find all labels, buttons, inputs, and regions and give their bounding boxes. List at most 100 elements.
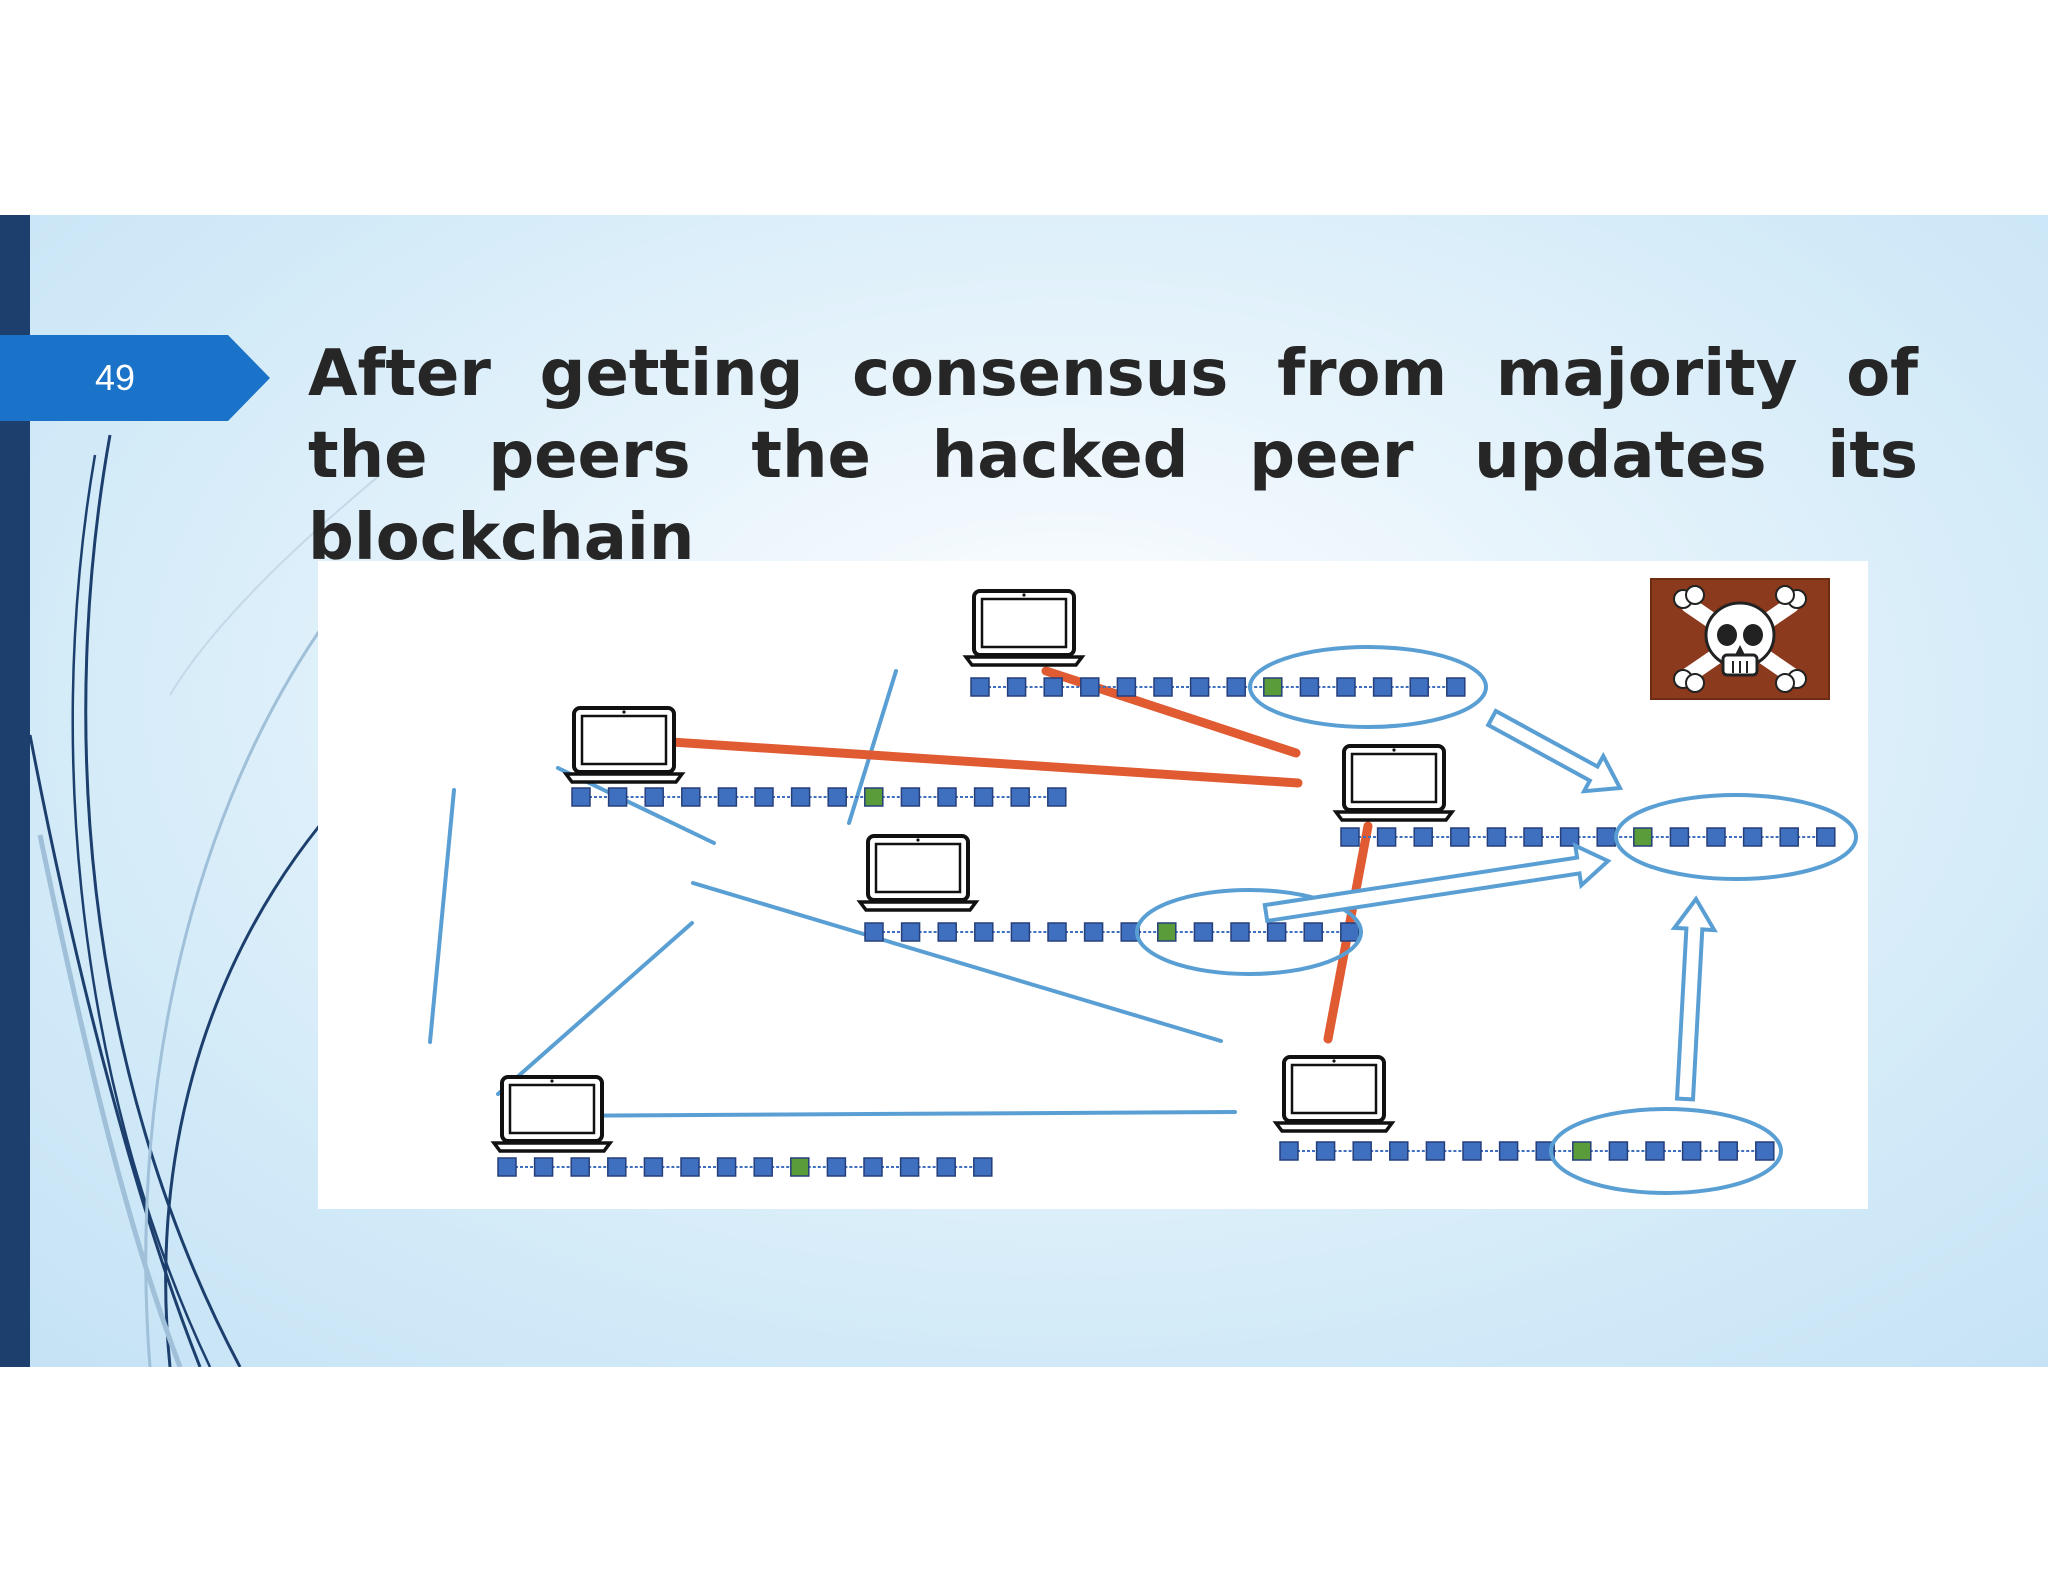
block bbox=[1372, 677, 1393, 697]
block bbox=[1266, 922, 1287, 942]
blue-link-3 bbox=[428, 788, 456, 1044]
consensus-ellipse bbox=[1549, 1107, 1783, 1195]
block bbox=[1425, 1141, 1446, 1161]
tampered-block bbox=[1572, 1141, 1592, 1161]
block bbox=[864, 922, 884, 942]
red-link-1 bbox=[575, 731, 1303, 788]
block bbox=[607, 787, 628, 807]
block bbox=[1336, 677, 1356, 697]
block bbox=[1596, 827, 1616, 847]
slide-title: After getting consensus from majority of… bbox=[308, 337, 1918, 575]
block bbox=[1006, 677, 1027, 697]
skull-crossbones-icon bbox=[1650, 578, 1830, 700]
block bbox=[1486, 827, 1507, 847]
blue-link-6 bbox=[518, 1110, 1237, 1118]
consensus-ellipse bbox=[1135, 888, 1363, 976]
block bbox=[1340, 827, 1360, 847]
block bbox=[497, 1157, 517, 1177]
block bbox=[1043, 677, 1063, 697]
block bbox=[753, 1157, 773, 1177]
block bbox=[1645, 1141, 1665, 1161]
block bbox=[644, 787, 664, 807]
block bbox=[1413, 827, 1433, 847]
block bbox=[1742, 827, 1763, 847]
laptop-icon bbox=[1332, 744, 1456, 822]
block bbox=[1083, 922, 1104, 942]
block bbox=[643, 1157, 664, 1177]
block bbox=[936, 1157, 956, 1177]
block bbox=[1189, 677, 1210, 697]
block bbox=[571, 787, 591, 807]
block bbox=[1755, 1141, 1775, 1161]
block bbox=[1718, 1141, 1738, 1161]
tampered-block bbox=[1633, 827, 1653, 847]
block bbox=[1779, 827, 1799, 847]
arrow-from-top bbox=[1485, 708, 1624, 794]
blue-link-4 bbox=[691, 881, 1223, 1043]
laptop-icon bbox=[962, 589, 1086, 667]
block bbox=[1047, 787, 1067, 807]
laptop-icon bbox=[1272, 1055, 1396, 1133]
block bbox=[863, 1157, 883, 1177]
tampered-block bbox=[790, 1157, 810, 1177]
block bbox=[1608, 1141, 1629, 1161]
block bbox=[1706, 827, 1726, 847]
block bbox=[607, 1157, 627, 1177]
block bbox=[533, 1157, 554, 1177]
arrow-from-center bbox=[1262, 842, 1612, 924]
block bbox=[716, 1157, 737, 1177]
block bbox=[900, 787, 921, 807]
block bbox=[1153, 677, 1173, 697]
block bbox=[570, 1157, 590, 1177]
block bbox=[1376, 827, 1397, 847]
block bbox=[1230, 922, 1250, 942]
tampered-block bbox=[864, 787, 884, 807]
block bbox=[1462, 1141, 1482, 1161]
consensus-ellipse bbox=[1248, 645, 1488, 729]
block bbox=[900, 922, 921, 942]
laptop-icon bbox=[856, 834, 980, 912]
block bbox=[1409, 677, 1429, 697]
laptop-icon bbox=[562, 706, 686, 784]
consensus-ellipse bbox=[1614, 793, 1858, 881]
block bbox=[1389, 1141, 1409, 1161]
diagram-canvas bbox=[428, 578, 1858, 1195]
block bbox=[1450, 827, 1470, 847]
block bbox=[1120, 922, 1140, 942]
block bbox=[827, 787, 847, 807]
tampered-block bbox=[1157, 922, 1177, 942]
block bbox=[1303, 922, 1323, 942]
block bbox=[973, 787, 994, 807]
block bbox=[1010, 787, 1030, 807]
block bbox=[1047, 922, 1067, 942]
block bbox=[1279, 1141, 1299, 1161]
block bbox=[1498, 1141, 1519, 1161]
arrow-from-lower-right bbox=[1670, 895, 1718, 1102]
decorative-swooshes bbox=[28, 434, 381, 1367]
block bbox=[899, 1157, 920, 1177]
block bbox=[937, 922, 957, 942]
block bbox=[1816, 827, 1836, 847]
block bbox=[1116, 677, 1137, 697]
block bbox=[1559, 827, 1580, 847]
tampered-block bbox=[1263, 677, 1283, 697]
block bbox=[717, 787, 738, 807]
block bbox=[1010, 922, 1031, 942]
laptop-icon bbox=[490, 1075, 614, 1153]
block bbox=[1352, 1141, 1372, 1161]
block bbox=[790, 787, 811, 807]
slide: 49 After getting consensus from majority… bbox=[0, 215, 2048, 1367]
block bbox=[680, 1157, 700, 1177]
block bbox=[973, 1157, 993, 1177]
block bbox=[1669, 827, 1690, 847]
block bbox=[937, 787, 957, 807]
blue-link-5 bbox=[496, 921, 694, 1096]
block bbox=[681, 787, 701, 807]
block bbox=[826, 1157, 847, 1177]
block bbox=[1523, 827, 1543, 847]
block bbox=[1080, 677, 1100, 697]
block bbox=[1340, 922, 1360, 942]
block bbox=[974, 922, 994, 942]
block bbox=[1226, 677, 1246, 697]
slide-number-badge bbox=[0, 335, 270, 421]
